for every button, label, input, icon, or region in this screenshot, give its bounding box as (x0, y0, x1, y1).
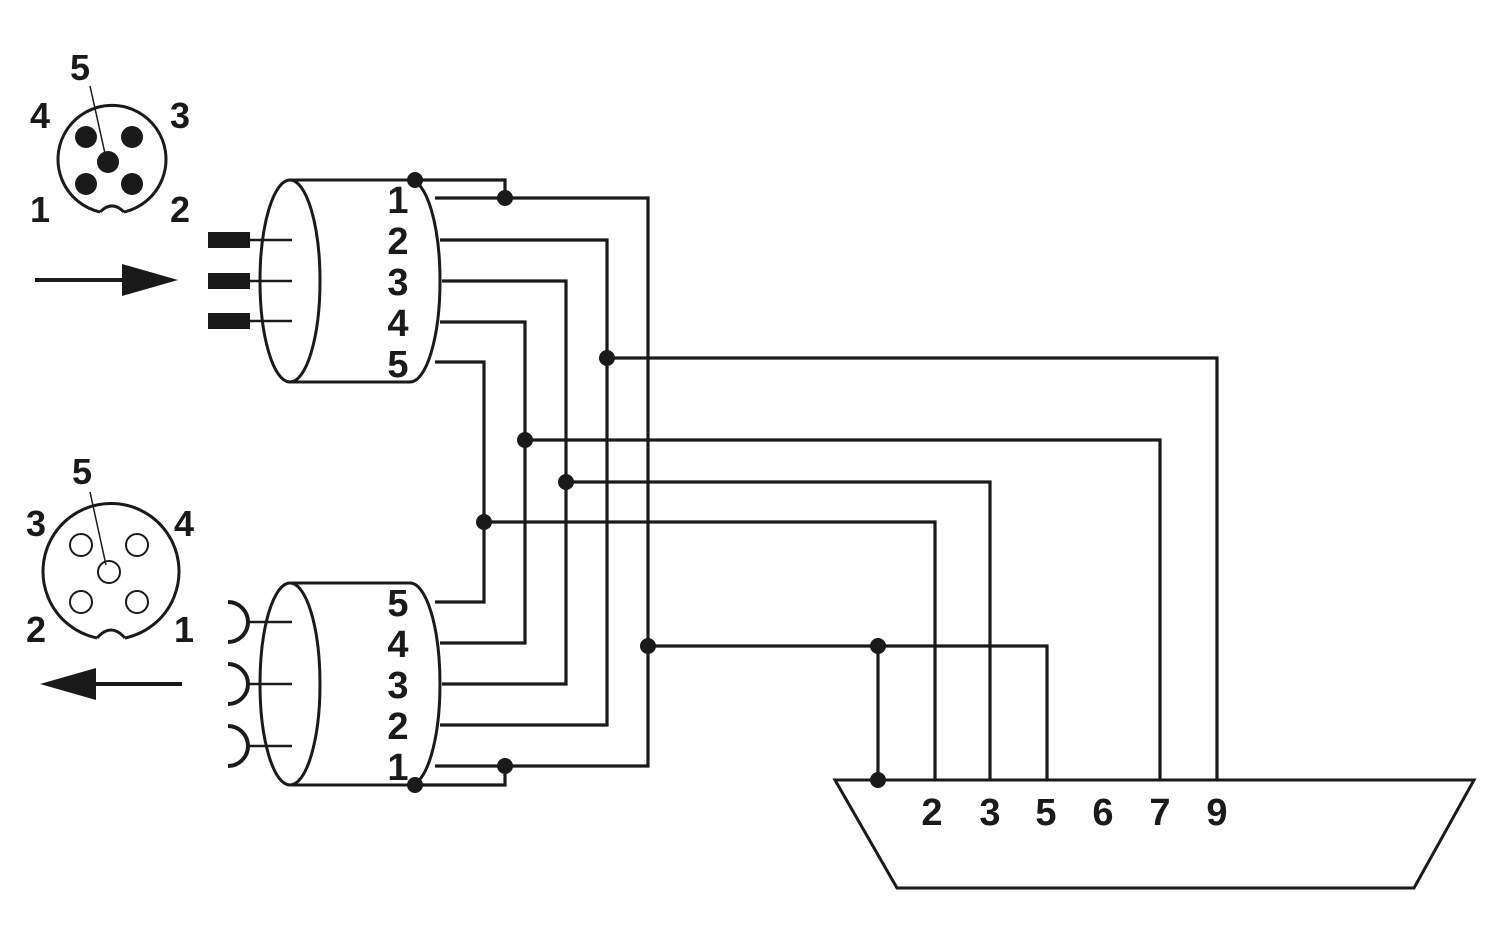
male-face-label-2: 2 (170, 189, 190, 230)
dsub-pin-6: 6 (1092, 792, 1113, 834)
female-connector: 5 4 3 2 1 (227, 581, 442, 789)
junction (497, 190, 513, 206)
male-face-leader (89, 85, 107, 159)
female-face-label-4: 4 (174, 503, 194, 544)
male-face-label-1: 1 (30, 189, 50, 230)
male-face-pin-3 (121, 126, 143, 148)
dsub-pin-2: 2 (921, 792, 942, 834)
female-face-leader (89, 491, 107, 566)
junction (407, 777, 423, 793)
female-connector-pin-4: 4 (387, 624, 408, 666)
female-face-pin-5 (97, 560, 121, 584)
male-face-label-3: 3 (170, 95, 190, 136)
dsub-connector-body (832, 778, 1477, 890)
female-socket-icon (227, 600, 292, 768)
dsub-pin-3: 3 (979, 792, 1000, 834)
junction (640, 638, 656, 654)
junction (870, 772, 886, 788)
female-face-label-2: 2 (26, 609, 46, 650)
female-connector-pin-5: 5 (387, 583, 408, 625)
wire-pin-4 (440, 320, 527, 645)
female-face-pin-3 (69, 533, 93, 557)
female-face-label-3: 3 (26, 503, 46, 544)
male-connector-pin-2: 2 (387, 221, 408, 263)
male-face-pin-1 (75, 173, 97, 195)
wire-female-1-loop (415, 766, 507, 787)
male-face-view: 5 4 3 1 2 (30, 47, 190, 230)
wire-to-dsub-3 (566, 480, 992, 780)
arrow-left-icon (40, 668, 182, 700)
female-face-label-5: 5 (72, 451, 92, 492)
junction (407, 172, 423, 188)
female-connector-pin-3: 3 (387, 665, 408, 707)
dsub-pin-9: 9 (1206, 792, 1227, 834)
wire-pin-3 (442, 279, 568, 686)
male-connector-pin-4: 4 (387, 303, 408, 345)
dsub-pin-5: 5 (1035, 792, 1056, 834)
wire-to-dsub-7 (525, 438, 1162, 780)
female-connector-body (290, 581, 442, 787)
male-connector-body (290, 178, 442, 384)
female-face-pin-1 (125, 590, 149, 614)
female-face-label-1: 1 (174, 609, 194, 650)
male-connector: 1 2 3 4 5 (208, 178, 442, 386)
wire-male-1-loop (415, 178, 507, 198)
male-pin-icon (208, 232, 292, 329)
wire-to-dsub-2 (484, 520, 937, 780)
female-face-key (95, 628, 127, 640)
junction (599, 350, 615, 366)
arrow-right-icon (35, 264, 178, 296)
male-connector-pin-3: 3 (387, 262, 408, 304)
male-face-pin-5 (97, 151, 119, 173)
wire-to-dsub-9 (607, 356, 1219, 780)
female-face-view: 5 3 4 2 1 (26, 451, 194, 650)
male-face-pin-4 (75, 126, 97, 148)
female-connector-pin-2: 2 (387, 706, 408, 748)
junction (476, 514, 492, 530)
female-face-pin-2 (69, 590, 93, 614)
male-face-label-5: 5 (70, 47, 90, 88)
male-connector-pin-1: 1 (387, 180, 408, 222)
male-face-pin-2 (121, 173, 143, 195)
female-face-outline (41, 502, 181, 640)
male-face-outline (56, 103, 168, 214)
female-face-pin-4 (125, 533, 149, 557)
junction (558, 474, 574, 490)
male-connector-pin-5: 5 (387, 344, 408, 386)
junction (497, 758, 513, 774)
wire-to-dsub-5 (648, 644, 1049, 780)
female-connector-pin-1: 1 (387, 747, 408, 789)
male-face-label-4: 4 (30, 95, 50, 136)
male-face-key (98, 204, 126, 214)
wiring (407, 172, 1219, 793)
wire-pin-5 (435, 360, 486, 604)
junction (870, 638, 886, 654)
dsub-connector: 2 3 5 6 7 9 (832, 778, 1477, 890)
junction (517, 432, 533, 448)
dsub-pin-7: 7 (1149, 792, 1170, 834)
